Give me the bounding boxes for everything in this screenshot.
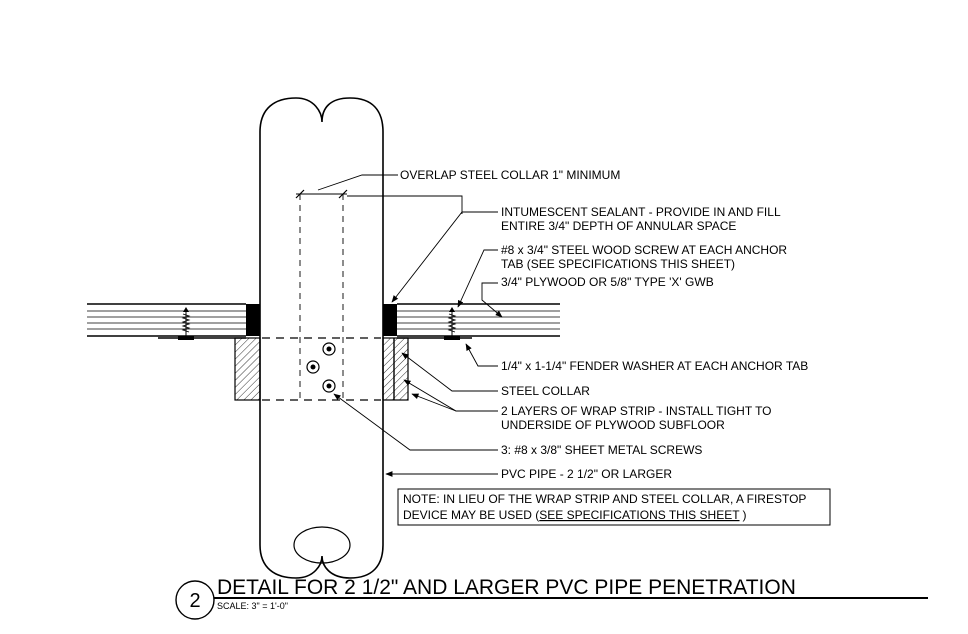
leader-lines <box>317 174 503 477</box>
fender-washer-right <box>397 336 472 340</box>
callout-wrap-line2: UNDERSIDE OF PLYWOOD SUBFLOOR <box>501 418 725 432</box>
detail-title: DETAIL FOR 2 1/2" AND LARGER PVC PIPE PE… <box>217 576 796 599</box>
callout-pipe: PVC PIPE - 2 1/2" OR LARGER <box>501 467 672 481</box>
wrap-strip-right <box>382 337 409 401</box>
callout-washer: 1/4" x 1-1/4" FENDER WASHER AT EACH ANCH… <box>501 359 808 373</box>
callout-screw-line2: TAB (SEE SPECIFICATIONS THIS SHEET) <box>501 257 735 271</box>
intumescent-sealant-left <box>246 304 260 336</box>
note-line1: NOTE: IN LIEU OF THE WRAP STRIP AND STEE… <box>403 492 806 506</box>
intumescent-sealant-right <box>383 304 397 336</box>
callout-steel-collar: STEEL COLLAR <box>501 384 590 398</box>
plywood-subfloor-left <box>87 303 246 337</box>
sheet-metal-screw-icon <box>306 342 336 393</box>
pvc-pipe <box>259 97 384 579</box>
plywood-subfloor-right <box>397 303 560 337</box>
note-box: NOTE: IN LIEU OF THE WRAP STRIP AND STEE… <box>397 488 831 526</box>
wood-screw-right <box>447 307 457 336</box>
callout-plywood: 3/4" PLYWOOD OR 5/8" TYPE 'X' GWB <box>501 275 714 289</box>
detail-title-block: 2 DETAIL FOR 2 1/2" AND LARGER PVC PIPE … <box>175 576 928 620</box>
steel-collar-outline <box>262 194 381 401</box>
callout-screw-line1: #8 x 3/4" STEEL WOOD SCREW AT EACH ANCHO… <box>501 243 787 257</box>
wood-screw-left <box>181 307 191 336</box>
callout-wrap-line1: 2 LAYERS OF WRAP STRIP - INSTALL TIGHT T… <box>501 404 772 418</box>
detail-number: 2 <box>189 590 200 612</box>
wrap-strip-left <box>234 337 261 401</box>
callout-sealant-line2: ENTIRE 3/4" DEPTH OF ANNULAR SPACE <box>501 219 736 233</box>
note-line2: DEVICE MAY BE USED (SEE SPECIFICATIONS T… <box>403 508 747 522</box>
note-specifications-link: SEE SPECIFICATIONS THIS SHEET <box>539 508 740 522</box>
callout-sealant-line1: INTUMESCENT SEALANT - PROVIDE IN AND FIL… <box>501 205 781 219</box>
callout-metal-screws: 3: #8 x 3/8" SHEET METAL SCREWS <box>501 443 702 457</box>
fender-washer-left <box>158 336 246 340</box>
callout-overlap: OVERLAP STEEL COLLAR 1" MINIMUM <box>400 168 620 182</box>
overlap-dimension <box>295 189 348 199</box>
detail-scale: SCALE: 3" = 1'-0" <box>217 601 288 611</box>
